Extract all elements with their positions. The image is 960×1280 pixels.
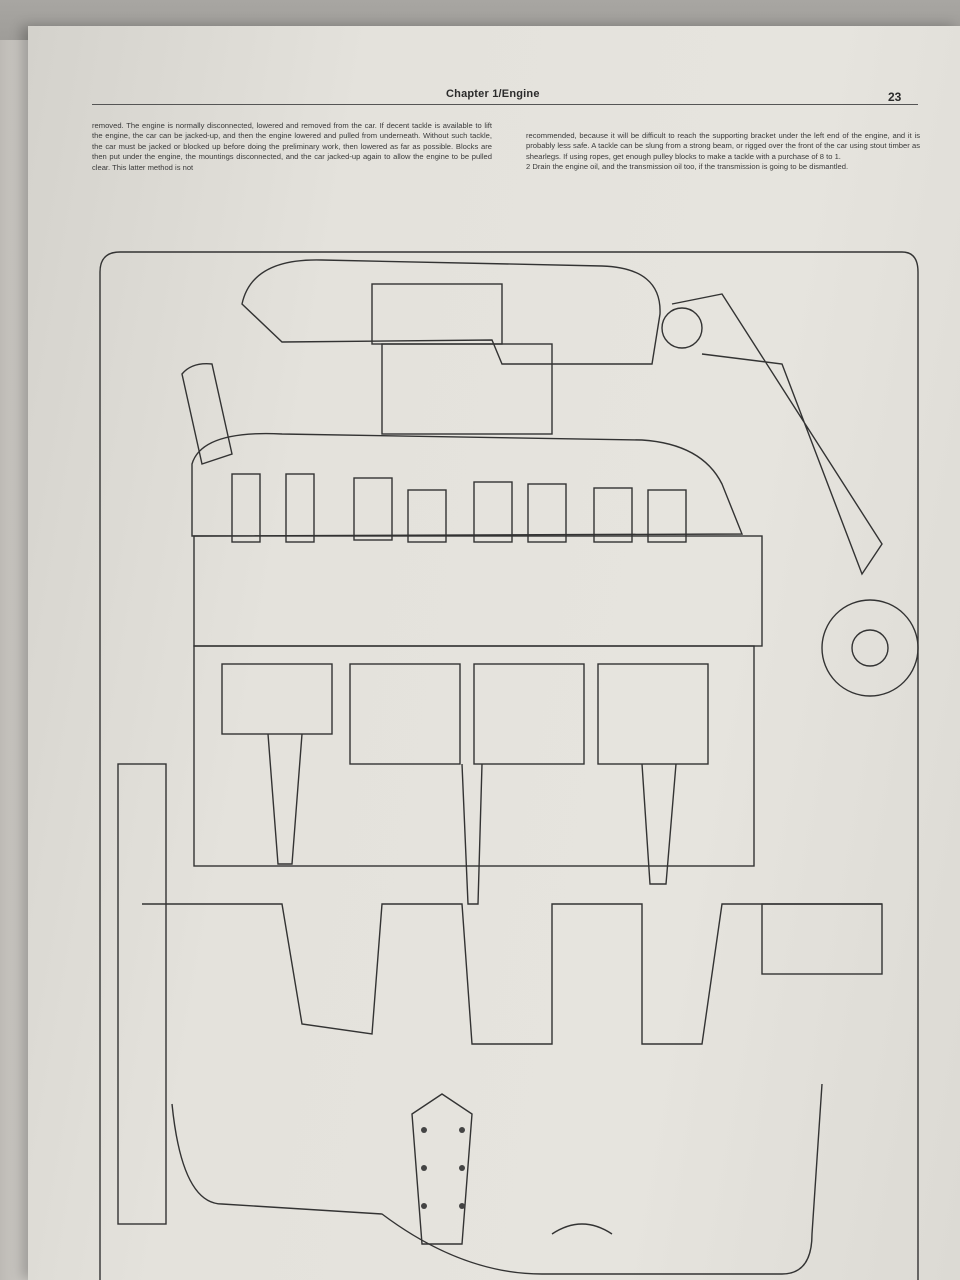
paragraph: recommended, because it will be difficul… (526, 131, 920, 161)
paragraph-step-2: 2 Drain the engine oil, and the transmis… (526, 162, 849, 172)
text-column-right: recommended, because it will be difficul… (526, 131, 920, 249)
figure-frame (99, 251, 919, 1280)
page-number: 23 (888, 90, 902, 104)
inlet-manifold (381, 343, 553, 435)
paragraph: removed. The engine is normally disconne… (92, 121, 492, 172)
thermostat-housing (661, 307, 703, 349)
dipstick-tube (671, 293, 883, 576)
engine-cutaway-figure (82, 244, 920, 1280)
rocker-cover (191, 432, 744, 537)
alternator (821, 599, 919, 697)
flywheel (117, 763, 167, 1225)
pistons (221, 663, 709, 765)
text-column-left: removed. The engine is normally disconne… (92, 121, 492, 239)
crankshaft (142, 903, 882, 1045)
filler-neck (181, 363, 233, 465)
carburettor (371, 283, 503, 345)
connecting-rods (267, 733, 677, 905)
book-page (28, 26, 960, 1280)
engine-drawing (99, 251, 919, 1280)
valve-springs (231, 473, 687, 543)
timing-gear (761, 903, 883, 975)
chapter-title: Chapter 1/Engine (446, 88, 540, 100)
cylinder-head (193, 535, 763, 647)
sump-drain (551, 1223, 613, 1235)
cylinder-block (193, 645, 755, 867)
header-rule (92, 104, 918, 105)
oil-sump (171, 1083, 823, 1275)
air-filter-housing (241, 259, 661, 365)
oil-pump-pickup (411, 1093, 473, 1245)
sump-bolts (421, 1127, 465, 1209)
